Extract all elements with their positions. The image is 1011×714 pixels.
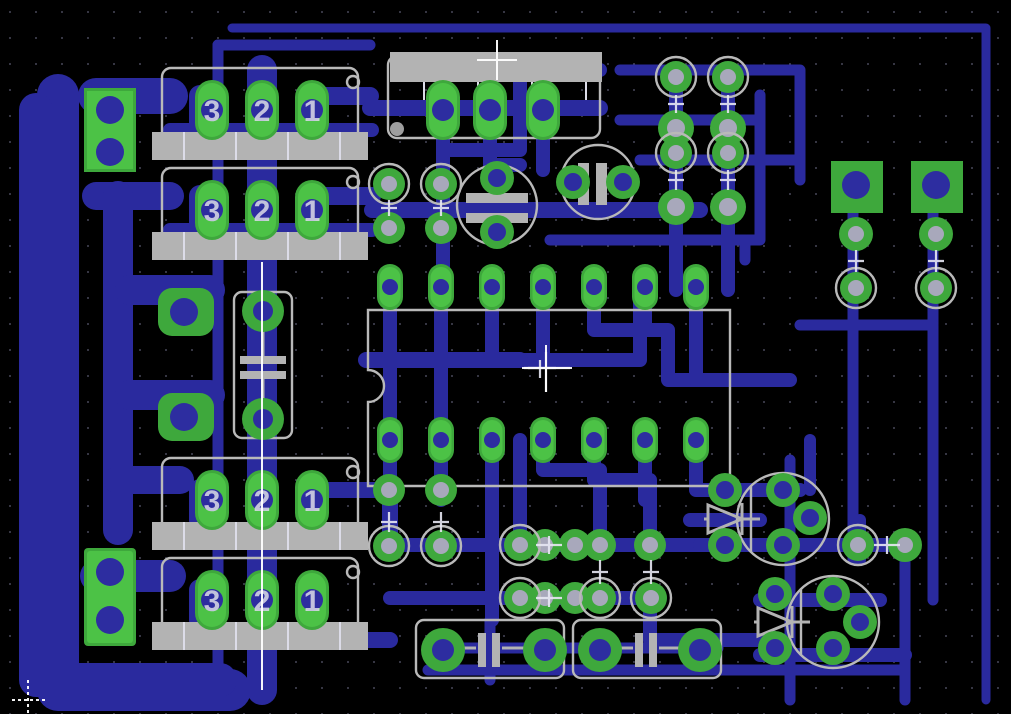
pad-crosshairs [381, 95, 944, 607]
origin-crosshair [12, 680, 46, 714]
svg-text:1: 1 [304, 485, 321, 518]
silk-pin1-markers [345, 74, 404, 580]
mounting-pads[interactable] [158, 161, 963, 441]
svg-text:3: 3 [204, 485, 221, 518]
svg-text:1: 1 [304, 585, 321, 618]
svg-text:3: 3 [204, 195, 221, 228]
svg-text:3: 3 [204, 585, 221, 618]
connector-pads[interactable] [84, 88, 136, 646]
svg-text:2: 2 [254, 95, 271, 128]
heatsink-pin-marks [183, 82, 587, 650]
svg-text:1: 1 [304, 195, 321, 228]
svg-text:1: 1 [304, 95, 321, 128]
svg-text:3: 3 [204, 95, 221, 128]
svg-text:2: 2 [254, 195, 271, 228]
cursor-crosshair [261, 40, 572, 690]
vias[interactable] [367, 55, 958, 620]
diode-symbols [704, 502, 810, 639]
